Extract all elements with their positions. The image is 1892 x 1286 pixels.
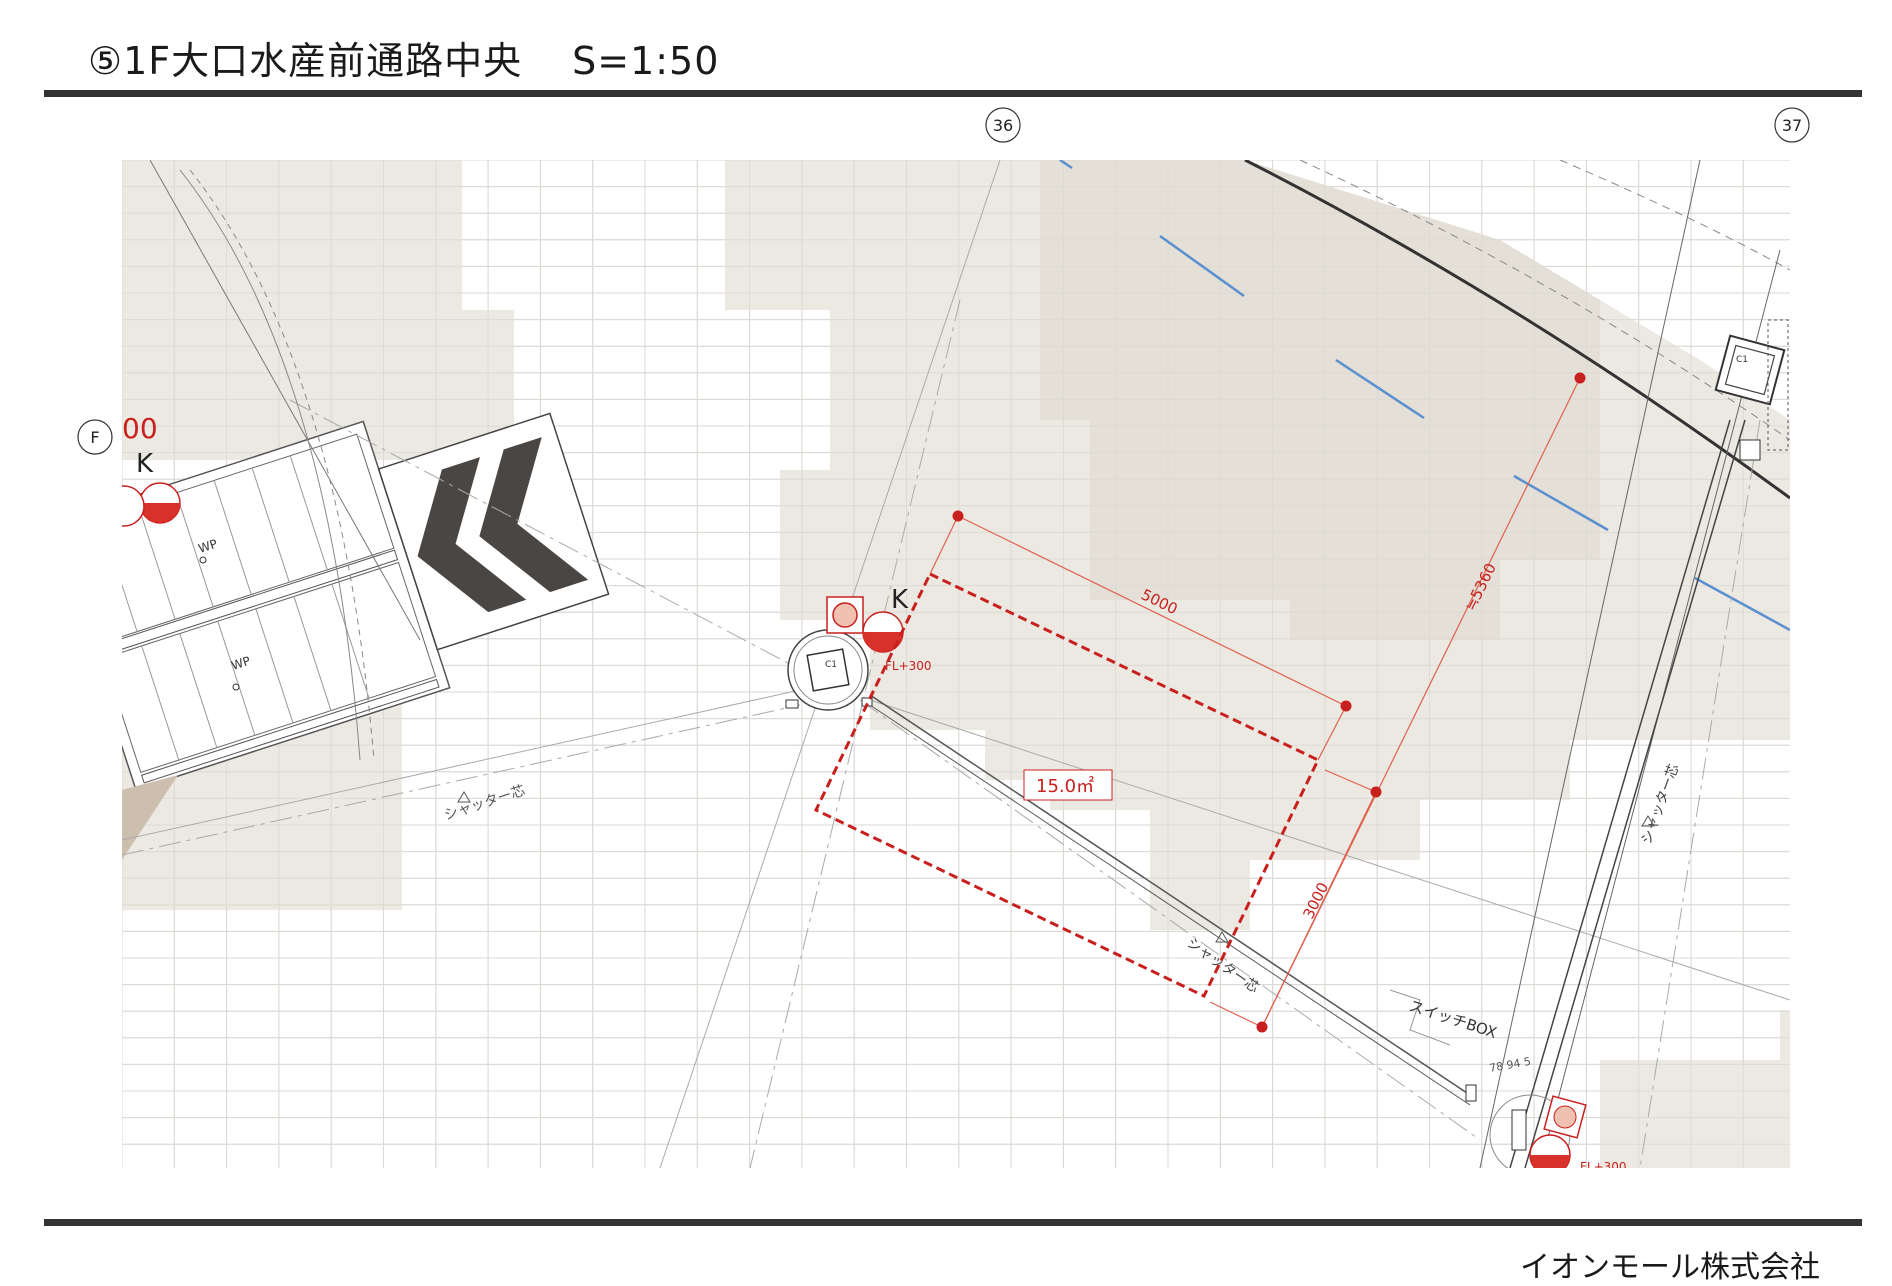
proposed-area: 15.0㎡ [813,572,1321,998]
floor-grid-overlay [122,160,1790,1168]
grid-marker-36: 36 [985,107,1021,143]
switch-box-label: スイッチBOX [1407,997,1499,1042]
dimension-depth: 3000 [1299,880,1332,922]
bottom-rule [44,1219,1862,1226]
shutter-label-right: シャッター芯 [1639,762,1683,846]
fl-label-bottom: FL+300 [1580,1160,1627,1174]
wp-point-2 [232,683,240,691]
outlet-symbol-left [122,482,181,527]
wp-point-1 [199,556,207,564]
shutter-triangles [457,791,1655,943]
svg-text:37: 37 [1782,116,1802,135]
shutter-label-left: シャッター芯 [442,783,527,824]
ramp-shade [122,775,178,860]
dimension-points [952,372,1586,1033]
k-marker-center: K [891,585,909,615]
outlet-symbol-center [826,596,904,653]
column-c1-label-right: C1 [1736,355,1748,365]
dimension-lines [929,377,1581,1028]
top-rule [44,90,1862,97]
title-text: ⑤1F大口水産前通路中央 [88,39,523,83]
scale-label: S=1:50 [572,39,720,83]
grid-marker-37: 37 [1774,107,1810,143]
grid-marker-f: F [77,419,113,455]
company-name: イオンモール株式会社 [1520,1250,1820,1285]
column-c1-center: C1 [785,629,873,711]
fl-label-center: FL+300 [885,659,932,673]
area-label: 15.0㎡ [1036,775,1094,797]
shutter-label-mid: シャッター芯 [1184,935,1262,996]
svg-text:36: 36 [993,116,1013,135]
curved-wall [1244,160,1790,500]
wp-label-1: WP [197,537,220,556]
svg-text:F: F [90,428,99,447]
small-dimensions: 78 94 5 [1488,1055,1532,1075]
wp-label-2: WP [230,654,253,673]
outlet-symbol-bottom [1465,1084,1587,1168]
sheet-title: ⑤1F大口水産前通路中央 S=1:50 [88,30,719,85]
shaded-floor-left [122,160,514,910]
column-c1-label: C1 [825,660,837,670]
k-marker-left: K [136,449,154,479]
partial-dimension: 00 [122,412,158,445]
column-c1-right: C1 [1714,319,1789,461]
blue-markings [1059,160,1790,632]
